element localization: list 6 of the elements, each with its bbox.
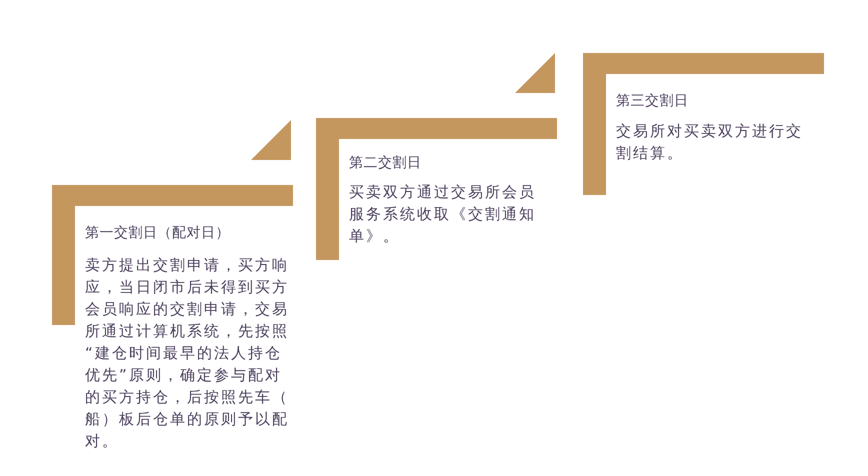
step-description: 买卖双方通过交易所会员服务系统收取《交割通知单》。: [349, 182, 537, 247]
step-heading: 第三交割日: [616, 92, 688, 111]
step-heading: 第一交割日（配对日）: [85, 224, 230, 243]
step-description: 卖方提出交割申请，买方响应，当日闭市后未得到买方会员响应的交割申请，交易所通过计算机系统，先按照“建仓时间最早的法人持仓优先”原则，确定参与配对的买方持仓，后按照先车（船）板后仓单的原则予以配对。: [85, 255, 290, 452]
step-description: 交易所对买卖双方进行交割结算。: [616, 121, 804, 164]
step-heading: 第二交割日: [349, 154, 422, 173]
